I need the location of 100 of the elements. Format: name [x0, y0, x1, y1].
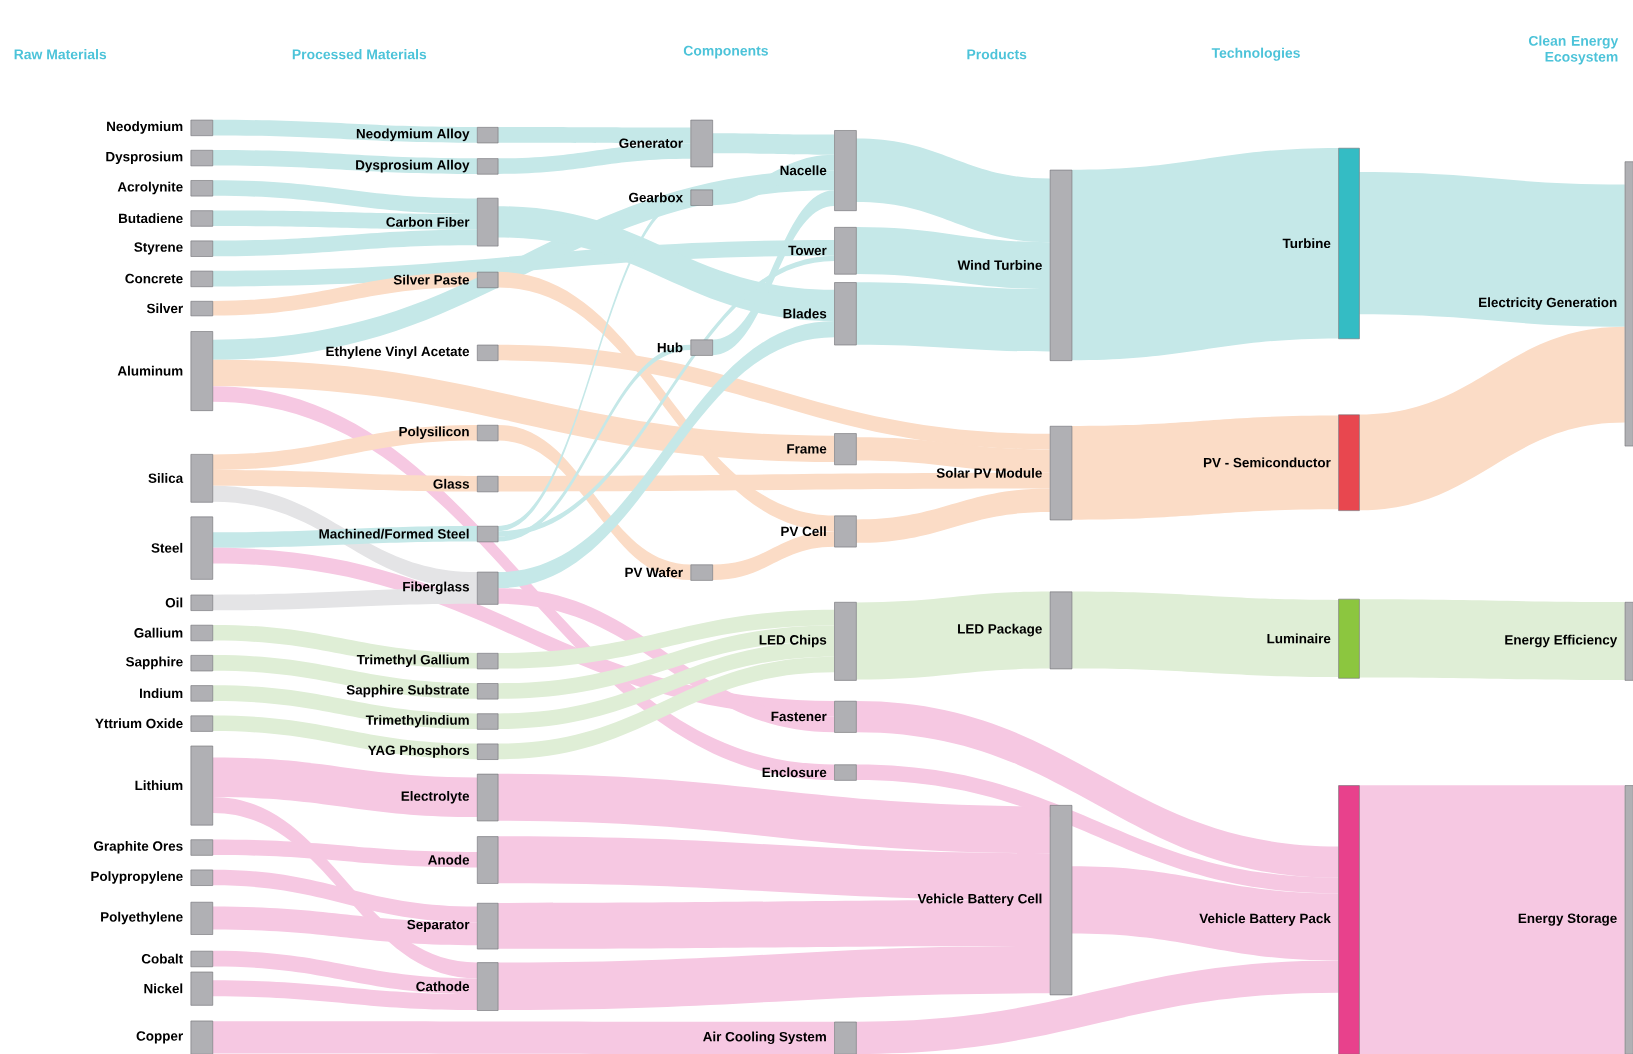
sankey-node: Energy Storage: [1518, 785, 1633, 1054]
sankey-node: Acrolynite: [117, 180, 214, 197]
flow-band: [856, 227, 1050, 290]
flow-band: [212, 470, 477, 492]
flow-band: [212, 525, 477, 548]
flow-band: [212, 210, 477, 230]
flow-band: [212, 869, 477, 923]
sankey-node: Trimethylindium: [365, 713, 499, 730]
sankey-node: Nacelle: [780, 130, 857, 211]
flow-band: [498, 472, 1050, 492]
flow-band: [498, 344, 1050, 450]
node-label: Silver Paste: [393, 274, 470, 285]
node-label: YAG Phosphors: [367, 745, 470, 758]
node-label: Generator: [619, 138, 683, 148]
flow-band: [856, 488, 1050, 543]
flow-band: [1359, 599, 1625, 681]
sankey-node: Separator: [407, 902, 499, 950]
flow-band: [1072, 866, 1339, 961]
column-heading: Products: [967, 49, 1027, 60]
sankey-node: Frame: [787, 433, 857, 466]
sankey-node: Vehicle Battery Pack: [1199, 785, 1360, 1054]
column-heading: Raw Materials: [14, 49, 107, 60]
node-label: Aluminum: [117, 365, 183, 376]
sankey-node: Copper: [136, 1020, 214, 1054]
node-label: Wind Turbine: [957, 260, 1042, 270]
flow-band: [498, 836, 1050, 901]
flow-band: [498, 143, 691, 174]
node-label: Sapphire Substrate: [346, 684, 470, 698]
node-label: Cobalt: [141, 953, 183, 964]
node-label: Oil: [165, 597, 183, 608]
node-label: Blades: [783, 308, 827, 319]
column-heading: Technologies: [1211, 47, 1300, 61]
sankey-node: Concrete: [125, 270, 214, 288]
node-label: Energy Storage: [1518, 913, 1617, 926]
node-label: Luminaire: [1267, 633, 1331, 644]
sankey-node: Oil: [165, 594, 214, 611]
sankey-node: Air Cooling System: [703, 1021, 857, 1054]
flow-band: [1359, 785, 1625, 1054]
sankey-node: Anode: [428, 836, 499, 884]
sankey-node: LED Chips: [759, 602, 857, 681]
node-label: Copper: [136, 1031, 183, 1044]
node-label: Anode: [428, 854, 470, 865]
sankey-node: Aluminum: [117, 331, 214, 411]
sankey-node: Silver Paste: [393, 271, 499, 289]
node-label: Sapphire: [125, 656, 183, 670]
node-label: Indium: [139, 688, 183, 699]
sankey-node: Sapphire: [126, 655, 214, 672]
flow-band: [212, 229, 477, 257]
sankey-node: Wind Turbine: [957, 169, 1073, 361]
flow-band: [1072, 415, 1339, 520]
sankey-node: Generator: [619, 119, 713, 168]
node-label: Concrete: [125, 273, 183, 284]
node-label: Frame: [787, 444, 827, 454]
sankey-node: Graphite Ores: [94, 839, 214, 856]
sankey-node: Energy Efficiency: [1505, 602, 1633, 681]
flow-band: [712, 133, 835, 155]
sankey-node: Styrene: [134, 240, 214, 257]
node-label: LED Chips: [759, 634, 827, 648]
node-label: Polypropylene: [91, 871, 183, 884]
node-label: Styrene: [134, 242, 183, 255]
node-label: Butadiene: [119, 213, 183, 224]
sankey-node: Solar PV Module: [936, 425, 1073, 521]
sankey-node: Cathode: [416, 962, 499, 1011]
node-label: Polysilicon: [399, 426, 469, 440]
node-label: Lithium: [135, 780, 183, 791]
column-heading: Processed Materials: [292, 49, 427, 60]
node-label: Air Cooling System: [703, 1031, 826, 1045]
flow-band: [856, 138, 1050, 243]
flow-band: [212, 272, 477, 316]
flow-band: [856, 591, 1050, 680]
sankey-node: Polyethylene: [101, 901, 214, 935]
sankey-node: Turbine: [1282, 147, 1360, 340]
node-label: Nickel: [144, 983, 183, 994]
sankey-node: Vehicle Battery Cell: [917, 805, 1073, 996]
flow-band: [212, 906, 477, 946]
sankey-node: Dysprosium: [106, 150, 214, 167]
node-label: Acrolynite: [117, 181, 183, 195]
node-label: Neodymium Alloy: [356, 128, 470, 142]
flow-band: [212, 839, 477, 868]
sankey-node: Fiberglass: [403, 571, 499, 605]
sankey-node: Carbon Fiber: [386, 197, 499, 247]
flow-band: [856, 764, 1339, 894]
sankey-node: Butadiene: [119, 210, 214, 227]
flow-band: [1072, 591, 1339, 677]
sankey-node: LED Package: [958, 591, 1073, 670]
flow-band: [856, 282, 1050, 352]
flow-band: [498, 900, 1050, 949]
sankey-node: Glass: [433, 475, 499, 493]
flow-band: [212, 588, 477, 611]
sankey-node: Nickel: [144, 971, 214, 1006]
node-label: Turbine: [1282, 238, 1331, 249]
node-label: Trimethyl Gallium: [356, 654, 469, 668]
flow-band: [1359, 172, 1625, 327]
sankey-node: Dysprosium Alloy: [356, 158, 499, 175]
sankey-node: Yttrium Oxide: [95, 715, 214, 732]
sankey-node: PV Cell: [781, 515, 857, 548]
node-label: Hub: [657, 342, 683, 353]
sankey-node: Gallium: [134, 624, 214, 642]
node-label: Dysprosium Alloy: [356, 159, 470, 173]
sankey-node: Cobalt: [141, 950, 214, 968]
